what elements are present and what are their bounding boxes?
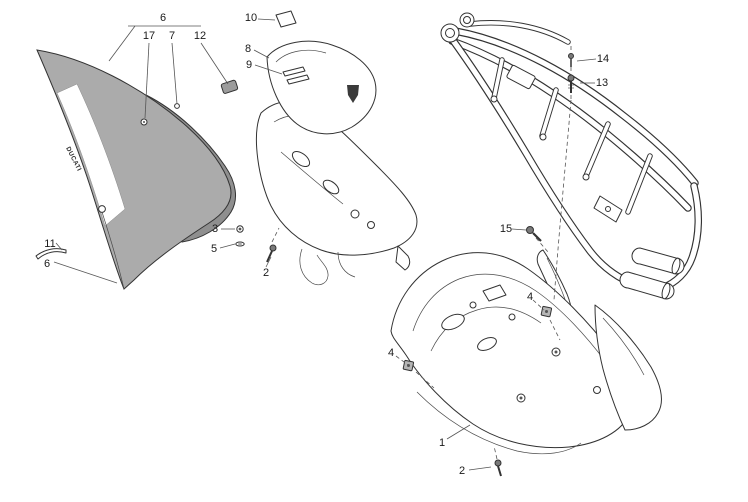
grommet-part-4-left [402,359,415,372]
seat-cover-group [266,10,377,135]
callout-17: 17 [143,30,155,42]
callout-11: 11 [44,238,55,250]
callout-10: 10 [245,12,257,24]
frame-hole-2 [539,133,547,141]
callout-labels: 6 17 7 12 10 8 9 14 13 3 5 2 11 6 15 4 4… [44,12,609,477]
frame-hole-1 [490,95,498,103]
seat-base-slot-2 [322,179,340,195]
callout-3: 3 [212,223,218,235]
left-fairing-group: DUCATI [35,49,239,290]
callout-13: 13 [596,77,608,89]
leader-6 [108,25,136,62]
leader-lines [53,18,597,471]
leader-12 [200,42,229,85]
strip-part-9a [282,66,306,77]
seat-cover-part-8 [266,40,377,135]
leader-9 [254,64,283,75]
frame-plate-1 [506,64,536,90]
trim-strip-part-11 [35,248,67,260]
tail-side-trim [594,304,662,431]
leader-8 [253,49,270,59]
callout-7: 7 [169,30,175,42]
pad-part-12 [220,79,239,94]
screw-part-13 [567,74,575,93]
rear-subframe-group [440,12,703,300]
leader-6-bottom [53,261,118,284]
leader-4-right [532,299,545,311]
grommet-part-4-right [540,305,553,318]
frame-tube-end-1 [631,247,685,275]
callout-6-bottom: 6 [44,258,50,270]
tail-latch-bracket [482,284,507,302]
seat-base-group [255,100,418,286]
leader-10 [257,18,276,21]
tail-slot-2 [477,337,497,351]
leader-4-left [395,355,409,366]
strip-part-9b [286,74,310,85]
callout-15: 15 [500,223,512,235]
leader-15 [511,228,527,231]
bolt-part-15 [526,226,542,242]
dash-axis-frame-to-bracket [553,99,572,301]
ducati-shield-icon [347,85,359,103]
leader-5 [219,243,236,249]
leader-2-bottom [468,466,492,471]
frame-hole-3 [582,173,590,181]
callout-5: 5 [211,243,217,255]
fairing-stripe [56,83,126,227]
pad-part-10 [275,10,297,28]
callout-4-right: 4 [527,291,533,303]
seat-base-hook-2 [337,251,356,278]
leader-11 [55,242,63,251]
screw-part-2-bottom [494,459,502,477]
screw-part-2-mid [266,244,277,263]
screw-part-14 [568,53,574,67]
callout-8: 8 [245,43,251,55]
callout-4-left: 4 [388,347,394,359]
frame-tube-end-2 [619,271,675,300]
callout-12: 12 [194,30,206,42]
fairing-hole-7 [174,103,180,109]
seat-base-hook-1 [299,248,329,286]
seat-base-slot-1 [291,150,311,168]
callout-6-top: 6 [160,12,166,24]
tail-screw-hole-3 [593,386,601,394]
callout-14: 14 [597,53,609,65]
leader-1 [446,424,471,440]
leader-17 [144,42,150,119]
tail-slot-1 [441,313,465,331]
callout-2-bottom: 2 [459,465,465,477]
washer-part-5 [235,241,245,247]
leader-14 [576,58,597,62]
leader-2-mid [265,256,272,268]
callout-2-mid: 2 [263,267,269,279]
fasteners-group [235,53,575,477]
seat-base-tab [395,245,411,271]
leader-7 [171,42,178,105]
frame-mid-rail [448,37,692,212]
callout-9: 9 [246,59,252,71]
fairing-screw-boss [98,205,106,213]
nut-part-3 [236,225,244,233]
tail-bodywork-group [390,252,662,455]
callout-1: 1 [439,437,445,449]
